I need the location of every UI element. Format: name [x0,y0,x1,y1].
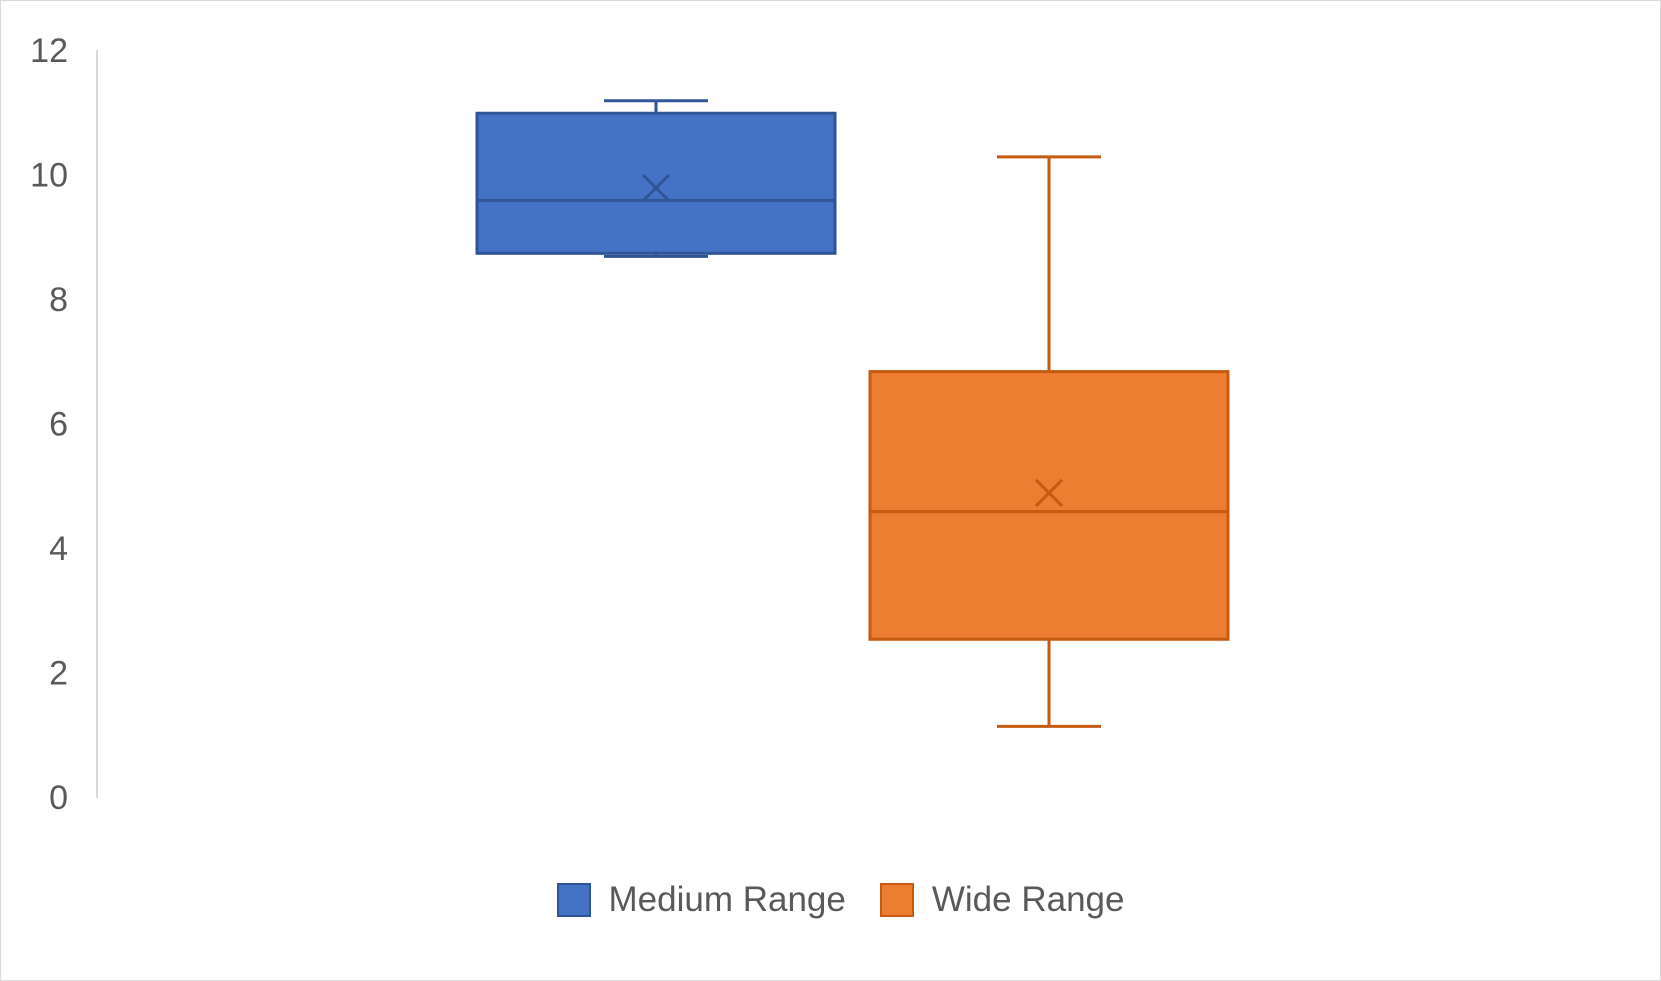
legend-item-medium-range: Medium Range [556,880,846,920]
box-medium-range [475,99,837,258]
legend-label-wide-range: Wide Range [931,880,1125,919]
box-series-group [475,99,1230,728]
mean-marker-stroke-b-wide-range [1034,478,1064,508]
legend-label-medium-range: Medium Range [608,880,846,919]
y-axis-tick-labels: 0 2 4 6 8 10 12 [30,32,68,817]
legend: Medium Range Wide Range [0,872,1661,928]
mean-marker-stroke-b-medium-range [641,173,671,203]
y-tick-label-12: 12 [30,32,68,70]
y-tick-label-0: 0 [49,779,68,817]
mean-marker-medium-range [641,173,671,203]
legend-item-wide-range: Wide Range [879,880,1125,920]
y-tick-label-4: 4 [49,530,68,568]
legend-swatch-wide-range [879,883,914,917]
mean-marker-wide-range [1034,478,1064,508]
box-wide-range [868,155,1230,728]
y-tick-label-10: 10 [30,157,68,195]
y-tick-label-6: 6 [49,406,68,444]
box-body-wide-range [868,370,1230,641]
box-body-medium-range [475,111,837,255]
y-tick-label-8: 8 [49,281,68,319]
y-tick-label-2: 2 [49,655,68,693]
legend-swatch-medium-range [556,883,591,917]
